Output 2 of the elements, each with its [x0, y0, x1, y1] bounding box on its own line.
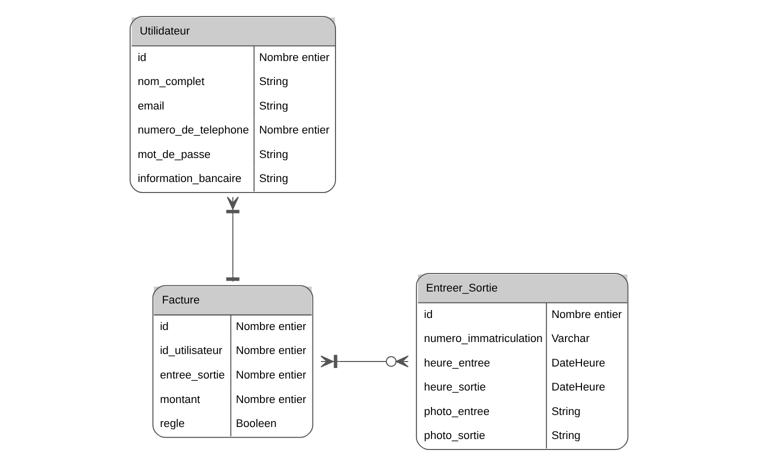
- connector: [226, 196, 240, 282]
- connector: [320, 354, 409, 368]
